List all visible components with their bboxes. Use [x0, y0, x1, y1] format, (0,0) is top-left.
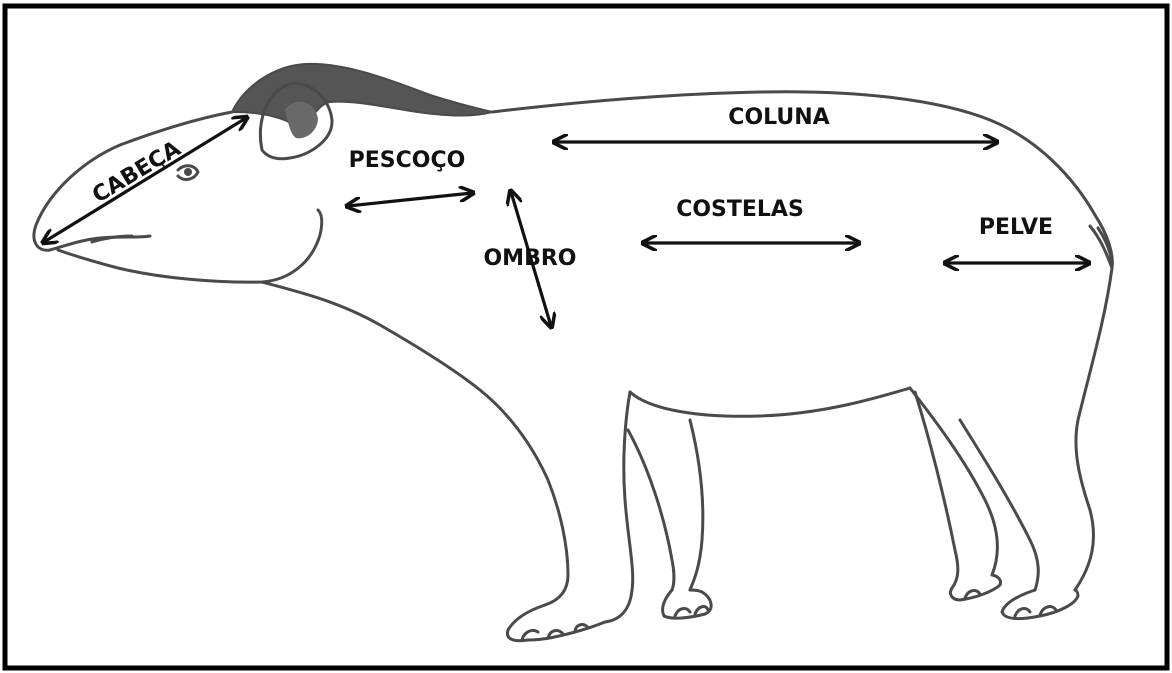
front-leg-right [690, 420, 703, 590]
label-pescoco: PESCOÇO [349, 148, 466, 173]
arrow-pescoco [348, 193, 472, 206]
hind-leg-inner [960, 420, 1038, 590]
front-foot-right [663, 590, 712, 618]
eye-pupil [184, 168, 192, 176]
label-cabeca: CABEÇA [88, 136, 185, 208]
label-pelve: PELVE [979, 215, 1053, 240]
tail-outline [1090, 226, 1112, 268]
label-ombro: OMBRO [483, 246, 576, 271]
neck-chest-outline [262, 282, 568, 605]
jaw-outline [58, 210, 322, 282]
label-coluna: COLUNA [728, 105, 829, 130]
label-costelas: COSTELAS [676, 197, 804, 222]
front-leg-right-back [628, 430, 674, 590]
part-labels: CABEÇA PESCOÇO COLUNA COSTELAS OMBRO PEL… [88, 105, 1053, 271]
measurement-arrows [44, 118, 1088, 326]
front-leg-left [605, 392, 633, 622]
belly-outline [630, 388, 910, 416]
front-foot-left [507, 605, 605, 641]
hind-leg-right [1075, 268, 1112, 590]
